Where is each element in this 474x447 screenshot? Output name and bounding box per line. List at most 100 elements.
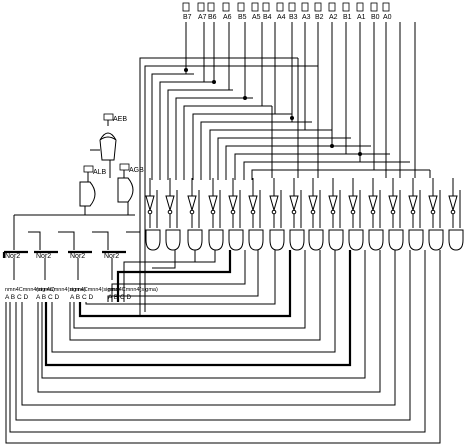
inverter-bubble-14 (430, 209, 436, 215)
nor-label-2: Nor2 (36, 253, 51, 260)
and-gate-7 (289, 229, 305, 251)
input-pin-10 (314, 2, 322, 12)
output-gates (13, 120, 135, 250)
inverter-14 (428, 195, 438, 212)
aeb-gate-body (99, 139, 117, 161)
and-gate-5 (248, 229, 264, 251)
and-gate-4 (228, 229, 244, 251)
inverter-bubble-12 (390, 209, 396, 215)
input-pin-wires (185, 22, 375, 170)
input-label-0: B7 (183, 14, 192, 21)
inverter-bubble-11 (370, 209, 376, 215)
module-label-4: nmn4Cmnn4(sigma) (108, 287, 158, 293)
inverter-6 (269, 195, 279, 212)
input-label-15: A0 (383, 14, 392, 21)
junction-dots (184, 68, 362, 156)
inverter-13 (408, 195, 418, 212)
and-gate-3 (208, 229, 224, 251)
module-label-1: nmn4Cmnn4(sigma) (5, 287, 55, 293)
inverter-bubble-5 (250, 209, 256, 215)
input-label-2: B6 (208, 14, 217, 21)
input-pin-12 (342, 2, 350, 12)
input-label-10: B2 (315, 14, 324, 21)
inverter-11 (368, 195, 378, 212)
and-gate-9 (328, 229, 344, 251)
input-label-14: B0 (371, 14, 380, 21)
agb-gate (117, 177, 134, 203)
inverter-bubble-7 (291, 209, 297, 215)
inverter-0 (145, 195, 155, 212)
input-pin-3 (222, 2, 230, 12)
input-pin-6 (262, 2, 270, 12)
input-pin-13 (356, 2, 364, 12)
input-label-3: A6 (223, 14, 232, 21)
nor-label-4: Nor2 (104, 253, 119, 260)
module-label-3: nmn4Cmnn4(sigma) (70, 287, 120, 293)
inverter-3 (208, 195, 218, 212)
inverter-row (145, 178, 461, 228)
comparator-modules: Nor2 nmn4Cmnn4(sigma) A B C D Nor2 nmn4C… (2, 250, 158, 301)
and-gate-13 (408, 229, 424, 251)
module-ports-4: A B C D (108, 294, 131, 301)
output-label-aeb: AEB (113, 116, 127, 123)
inverter-bubble-0 (147, 209, 153, 215)
input-pin-8 (288, 2, 296, 12)
inverter-bubble-3 (210, 209, 216, 215)
input-pin-11 (328, 2, 336, 12)
and-gate-12 (388, 229, 404, 251)
inverter-10 (348, 195, 358, 212)
inverter-1 (165, 195, 175, 212)
nor-label-3: Nor2 (70, 253, 85, 260)
module-ports-3: A B C D (70, 294, 93, 301)
output-label-alb: ALB (93, 169, 107, 176)
alb-gate (79, 181, 96, 207)
inverter-bubble-1 (167, 209, 173, 215)
input-label-12: B1 (343, 14, 352, 21)
lower-routing-wires (5, 250, 441, 444)
input-pin-5 (251, 2, 259, 12)
and-gate-0 (145, 229, 161, 251)
input-pin-14 (370, 2, 378, 12)
inverter-5 (248, 195, 258, 212)
output-label-agb: AGB (129, 167, 144, 174)
and-gate-6 (269, 229, 285, 251)
inverter-2 (187, 195, 197, 212)
inverter-9 (328, 195, 338, 212)
input-label-5: A5 (252, 14, 261, 21)
inverter-bubble-13 (410, 209, 416, 215)
and-gate-15 (448, 229, 464, 251)
input-pin-15 (382, 2, 390, 12)
module-ports-2: A B C D (36, 294, 59, 301)
input-label-11: A2 (329, 14, 338, 21)
upper-routing-wires (139, 57, 430, 315)
inverter-12 (388, 195, 398, 212)
input-pin-9 (301, 2, 309, 12)
input-label-1: A7 (198, 14, 207, 21)
aeb-gate (99, 132, 117, 141)
inverter-bubble-2 (189, 209, 195, 215)
inverter-bubble-4 (230, 209, 236, 215)
inverter-15 (448, 195, 458, 212)
and-gate-14 (428, 229, 444, 251)
input-pin-4 (237, 2, 245, 12)
input-label-6: B4 (263, 14, 272, 21)
inverter-bubble-6 (271, 209, 277, 215)
inverter-bubble-8 (310, 209, 316, 215)
inverter-4 (228, 195, 238, 212)
input-pin-2 (207, 2, 215, 12)
input-pin-7 (276, 2, 284, 12)
input-pin-0 (182, 2, 190, 12)
and-gate-8 (308, 229, 324, 251)
inverter-8 (308, 195, 318, 212)
and-gate-2 (187, 229, 203, 251)
input-label-7: A4 (277, 14, 286, 21)
input-pin-1 (197, 2, 205, 12)
output-labels: AEB ALB AGB (83, 113, 144, 176)
input-label-9: A3 (302, 14, 311, 21)
inverter-bubble-9 (330, 209, 336, 215)
nor-label-1: Nor2 (5, 253, 20, 260)
right-return-wires (271, 22, 431, 178)
inverter-bubble-10 (350, 209, 356, 215)
inverter-bubble-15 (450, 209, 456, 215)
